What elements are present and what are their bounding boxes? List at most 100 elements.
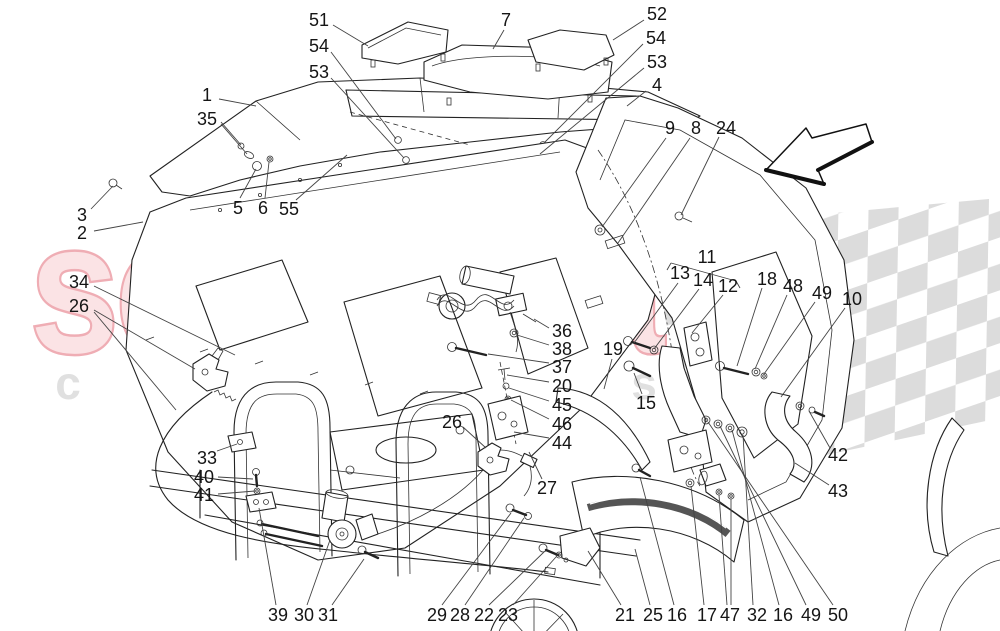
part-number-label: 23	[498, 605, 518, 625]
part-number-label: 26	[442, 412, 462, 432]
leader-line	[666, 262, 672, 271]
leader-line	[216, 443, 238, 452]
part-number-label: 13	[670, 263, 690, 283]
part-number-label: 1	[202, 85, 212, 105]
leader-line	[487, 353, 550, 364]
part-number-label: 21	[615, 605, 635, 625]
leader-line	[93, 221, 144, 232]
part-number-label: 12	[718, 276, 738, 296]
part-number-label: 47	[720, 605, 740, 625]
part-number-label: 38	[552, 339, 572, 359]
hardware-column	[487, 361, 529, 445]
part-number-label: 53	[647, 52, 667, 72]
part-number-label: 20	[552, 376, 572, 396]
part-number-label: 45	[552, 395, 572, 415]
leader-line	[306, 539, 331, 606]
part-number-label: 18	[757, 269, 777, 289]
part-number-label: 3	[77, 205, 87, 225]
part-number-label: 49	[801, 605, 821, 625]
cable-bracket	[245, 468, 277, 513]
watermark-tagline-letter: s	[631, 357, 657, 409]
leader-line	[264, 161, 270, 199]
part-number-label: 28	[450, 605, 470, 625]
drive-motor	[256, 489, 380, 560]
leader-line	[218, 98, 257, 107]
leader-line	[539, 67, 645, 155]
seal-blade	[555, 387, 651, 471]
bumper-strip	[559, 475, 745, 567]
leader-line	[707, 421, 834, 606]
leader-line	[617, 137, 691, 244]
part-number-label: 31	[318, 605, 338, 625]
part-number-label: 40	[194, 467, 214, 487]
leader-line	[220, 121, 242, 146]
part-number-label: 26	[69, 296, 89, 316]
part-number-label: 25	[643, 605, 663, 625]
part-number-label: 10	[842, 289, 862, 309]
leader-line	[601, 137, 667, 228]
part-number-label: 22	[474, 605, 494, 625]
leader-line	[639, 476, 675, 606]
leader-line	[633, 282, 679, 344]
part-number-label: 19	[603, 339, 623, 359]
leader-line	[332, 24, 369, 47]
part-number-label: 17	[697, 605, 717, 625]
part-number-label: 46	[552, 414, 572, 434]
roof-covers	[361, 21, 615, 106]
leader-line	[513, 431, 550, 439]
leader-line	[258, 507, 277, 606]
part-number-label: 11	[698, 247, 717, 267]
part-number-label: 14	[693, 270, 713, 290]
leader-line	[603, 358, 613, 390]
part-number-label: 34	[69, 272, 89, 292]
leader-line	[808, 410, 831, 449]
leader-line	[691, 294, 724, 334]
part-number-label: 35	[197, 109, 217, 129]
leader-line	[587, 550, 622, 606]
part-number-label: 5	[233, 198, 243, 218]
leader-line	[220, 123, 248, 155]
leader-line	[735, 280, 741, 289]
part-number-label: 42	[828, 445, 848, 465]
leader-line	[488, 551, 545, 606]
release-cable	[155, 389, 556, 576]
part-number-label: 53	[309, 62, 329, 82]
part-number-label: 2	[77, 223, 87, 243]
part-number-label: 4	[652, 75, 662, 95]
part-number-label: 16	[667, 605, 687, 625]
hinge	[764, 391, 826, 483]
watermark-tagline-letter: c	[55, 357, 81, 409]
part-number-label: 54	[646, 28, 666, 48]
leader-line	[612, 19, 645, 41]
leader-line	[633, 372, 643, 395]
leader-line	[690, 485, 705, 606]
main-shell-panel	[125, 139, 673, 561]
part-number-label: 24	[716, 118, 736, 138]
leader-line	[544, 43, 644, 143]
leader-line	[508, 387, 550, 402]
part-number-label: 37	[552, 357, 572, 377]
leader-line	[506, 374, 550, 383]
leader-line	[533, 318, 550, 329]
part-number-label: 54	[309, 36, 329, 56]
leader-line	[794, 462, 830, 486]
part-number-label: 44	[552, 433, 572, 453]
leader-line	[670, 262, 737, 282]
leader-line	[742, 434, 754, 606]
part-number-label: 36	[552, 321, 572, 341]
body-and-wheels	[490, 417, 1000, 631]
leader-line	[626, 90, 647, 107]
leader-line	[731, 429, 780, 606]
leader-line	[492, 29, 505, 50]
bracket-assembly	[623, 321, 768, 473]
leader-line	[718, 494, 728, 606]
part-number-label: 29	[427, 605, 447, 625]
leader-line	[763, 301, 816, 375]
part-number-label: 16	[773, 605, 793, 625]
part-number-label: 39	[268, 605, 288, 625]
leader-line	[441, 512, 512, 606]
leader-line	[90, 185, 114, 210]
